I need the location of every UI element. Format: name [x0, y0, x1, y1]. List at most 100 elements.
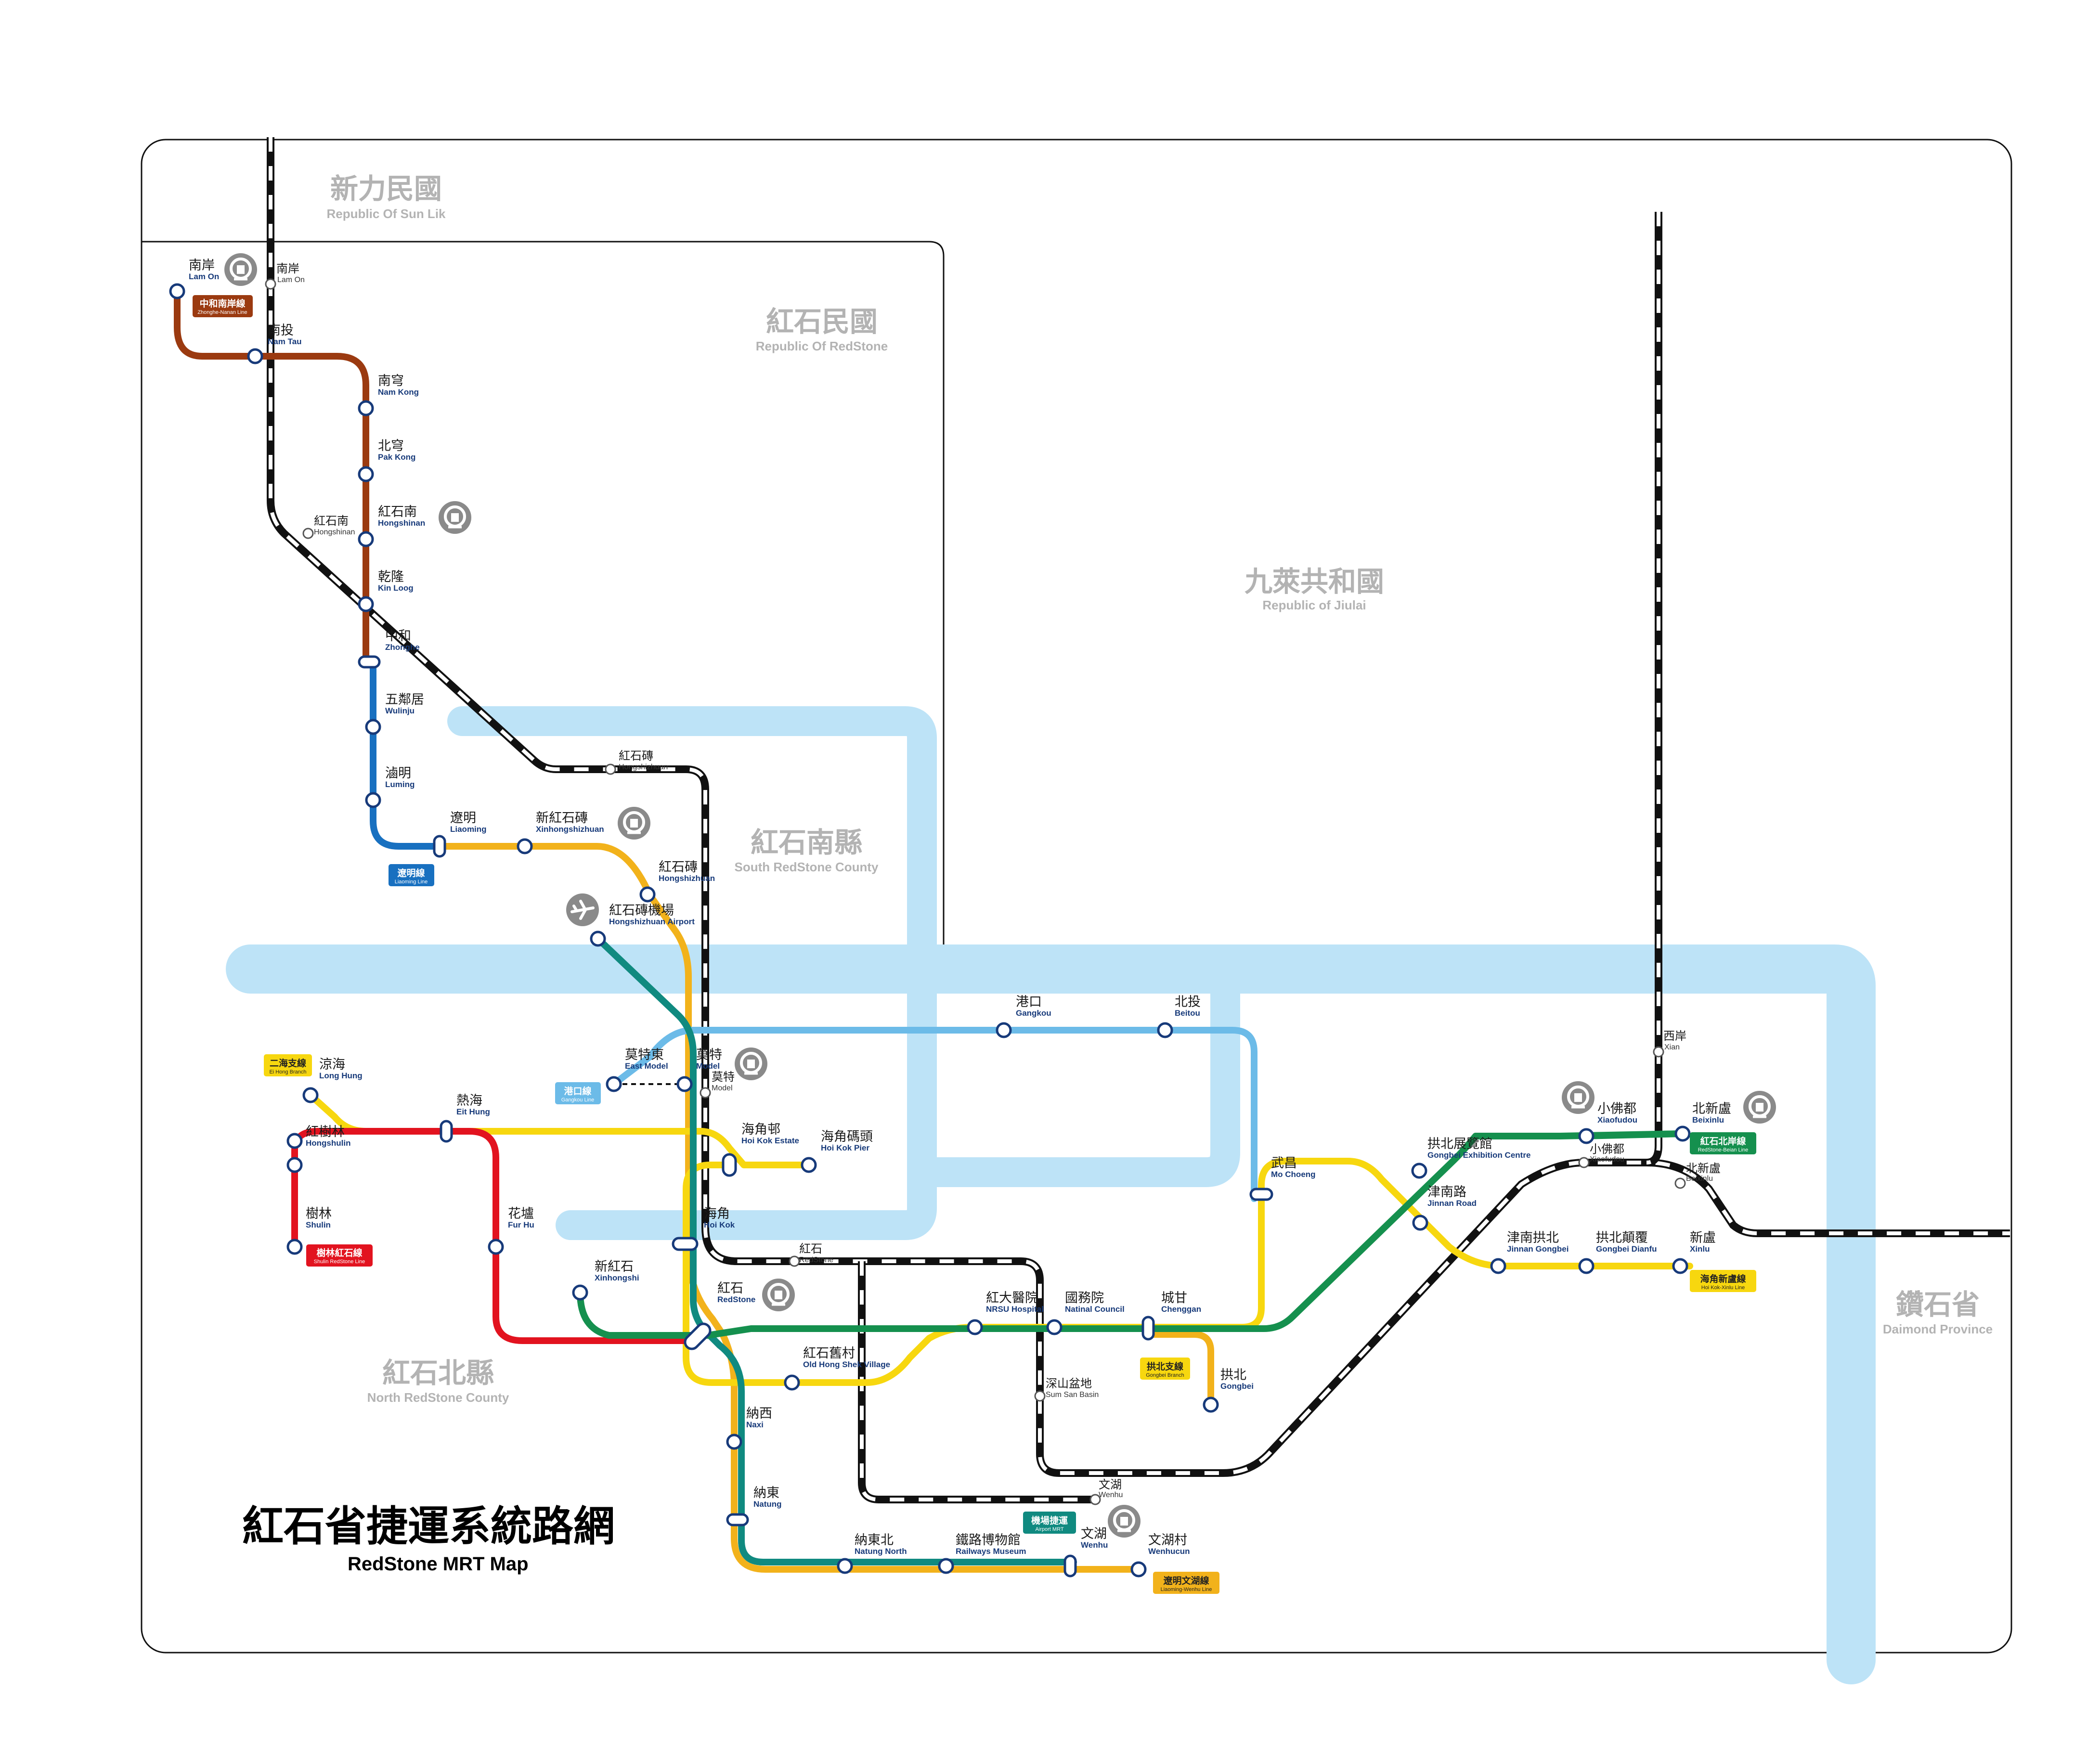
station-national-council[interactable]: [1046, 1319, 1063, 1335]
line-gongbei-branch: [1150, 1331, 1214, 1408]
station-wenhu[interactable]: [1063, 1554, 1077, 1578]
label-redstone-en: RedStone: [717, 1295, 755, 1304]
station-old-hong-shek[interactable]: [784, 1374, 800, 1391]
station-eit-hung[interactable]: [440, 1120, 453, 1143]
rail-label-xian-en: Xian: [1664, 1043, 1680, 1051]
station-hongshulin-2[interactable]: [286, 1157, 303, 1173]
station-chenggan[interactable]: [1141, 1316, 1155, 1341]
station-luming[interactable]: [365, 792, 381, 808]
rail-label-lam-on-en: Lam On: [277, 276, 305, 284]
station-fur-hu[interactable]: [488, 1239, 504, 1255]
station-jinnan-road[interactable]: [1412, 1215, 1428, 1231]
station-hongshulin[interactable]: [286, 1133, 303, 1149]
railway-station-icon: [1562, 1081, 1594, 1114]
label-hoi-kok-estate-en: Hoi Kok Estate: [741, 1136, 799, 1145]
station-model[interactable]: [676, 1076, 693, 1092]
badge-gongbei-zh: 拱北支線: [1147, 1361, 1183, 1372]
station-natung-north[interactable]: [837, 1558, 853, 1574]
label-lam-on-en: Lam On: [189, 272, 219, 281]
station-beitou[interactable]: [1157, 1022, 1173, 1038]
label-xinhongshi-zh: 新紅石: [595, 1259, 634, 1274]
label-gongbei-exhibition-zh: 拱北展覽館: [1427, 1137, 1492, 1151]
label-railways-museum-en: Railways Museum: [956, 1547, 1026, 1556]
rail-label-xian-zh: 西岸: [1663, 1029, 1686, 1043]
label-hongshinan-en: Hongshinan: [378, 518, 425, 528]
rail-stop-sum-san-basin[interactable]: [1034, 1390, 1046, 1402]
station-hoi-kok-pier[interactable]: [801, 1157, 817, 1173]
region-south-en: South RedStone County: [735, 860, 879, 874]
station-hongshinan[interactable]: [358, 531, 374, 547]
station-hoi-kok[interactable]: [672, 1237, 699, 1251]
rivers: [226, 706, 1876, 1684]
station-railways-museum[interactable]: [938, 1558, 954, 1574]
station-east-model[interactable]: [606, 1076, 622, 1092]
station-gangkou[interactable]: [996, 1022, 1012, 1038]
station-long-hung[interactable]: [302, 1087, 319, 1103]
label-national-council-en: Natinal Council: [1065, 1305, 1125, 1314]
rail-label-hongshizhuan-zh: 紅石磚: [619, 749, 653, 763]
badge-zhonghe-nanan-zh: 中和南岸線: [199, 298, 245, 309]
rail-stop-redstone[interactable]: [789, 1255, 800, 1267]
station-beixinlu[interactable]: [1674, 1125, 1691, 1142]
station-shulin[interactable]: [286, 1239, 303, 1255]
station-gongbei-dianfu[interactable]: [1578, 1258, 1594, 1274]
station-liaoming[interactable]: [433, 835, 446, 858]
rail-stop-wenhu[interactable]: [1089, 1494, 1101, 1505]
station-nrsu-hospital[interactable]: [967, 1319, 983, 1335]
station-nam-kong[interactable]: [358, 400, 374, 416]
station-naxi[interactable]: [726, 1434, 742, 1450]
railway-station-icon: [224, 253, 257, 286]
rail-stop-hongshizhuan[interactable]: [605, 763, 616, 775]
station-jinnan-gongbei[interactable]: [1490, 1258, 1506, 1274]
badge-gongbei: 拱北支線 Gongbei Branch: [1140, 1358, 1190, 1380]
station-xinlu[interactable]: [1672, 1258, 1688, 1274]
rail-stop-xiaofudou[interactable]: [1578, 1157, 1590, 1168]
station-mo-choeng[interactable]: [1249, 1188, 1273, 1201]
label-xinhongshizhuan-en: Xinhongshizhuan: [536, 825, 604, 834]
badge-hoi-kok-xinlu-zh: 海角新盧線: [1700, 1273, 1746, 1284]
label-pak-kong-zh: 北穹: [378, 439, 404, 453]
station-wulinju[interactable]: [365, 719, 381, 735]
railways: [267, 137, 2010, 1503]
station-redstone[interactable]: [682, 1321, 713, 1352]
station-zhonghe[interactable]: [358, 655, 381, 669]
station-gongbei-exhibition[interactable]: [1411, 1163, 1427, 1179]
station-xinhongshi[interactable]: [572, 1284, 588, 1301]
rail-stop-xian[interactable]: [1653, 1046, 1664, 1058]
station-gongbei[interactable]: [1203, 1397, 1219, 1413]
rail-stop-lam-on[interactable]: [265, 278, 276, 290]
label-gangkou-en: Gangkou: [1016, 1009, 1051, 1018]
rail-label-sum-san-basin-en: Sum San Basin: [1046, 1391, 1099, 1399]
station-xiaofudou[interactable]: [1578, 1128, 1594, 1144]
station-hoi-kok-estate[interactable]: [722, 1153, 737, 1177]
label-airport-en: Hongshizhuan Airport: [609, 917, 695, 926]
station-wenhucun[interactable]: [1130, 1561, 1147, 1578]
station-kin-loog[interactable]: [358, 596, 374, 612]
station-hongshizhuan[interactable]: [639, 886, 656, 903]
rail-label-beixinlu-zh: 北新盧: [1686, 1162, 1721, 1175]
station-xinhongshizhuan[interactable]: [517, 838, 533, 854]
badge-gangkou: 港口線 Gangkou Line: [555, 1082, 601, 1104]
label-east-model-en: East Model: [625, 1061, 668, 1071]
label-wenhu-zh: 文湖: [1081, 1526, 1107, 1541]
rail-label-hongshinan-zh: 紅石南: [314, 514, 349, 528]
station-natung[interactable]: [726, 1513, 749, 1526]
label-jinnan-road-zh: 津南路: [1427, 1185, 1466, 1200]
station-nam-tau[interactable]: [247, 348, 263, 364]
airport-icon: [566, 893, 599, 926]
railway-station-icon: [735, 1048, 767, 1080]
station-pak-kong[interactable]: [358, 466, 374, 482]
rail-stop-hongshinan[interactable]: [302, 528, 314, 539]
station-airport[interactable]: [590, 931, 606, 947]
badge-liaoming-wenhu-zh: 遼明文湖線: [1163, 1575, 1209, 1586]
station-lam-on[interactable]: [169, 283, 185, 299]
rail-stop-model[interactable]: [700, 1087, 711, 1099]
line-badges: 中和南岸線 Zhonghe-Nanan Line 遼明線 Liaoming Li…: [193, 295, 1756, 1594]
railway-station-icon: [1108, 1505, 1141, 1538]
railway-station-icon: [1743, 1091, 1776, 1124]
label-pak-kong-en: Pak Kong: [378, 453, 415, 462]
region-daimond-zh: 鑽石省: [1896, 1288, 1980, 1321]
region-jiulai-en: Republic of Jiulai: [1262, 598, 1366, 612]
rail-stop-beixinlu[interactable]: [1674, 1177, 1686, 1189]
